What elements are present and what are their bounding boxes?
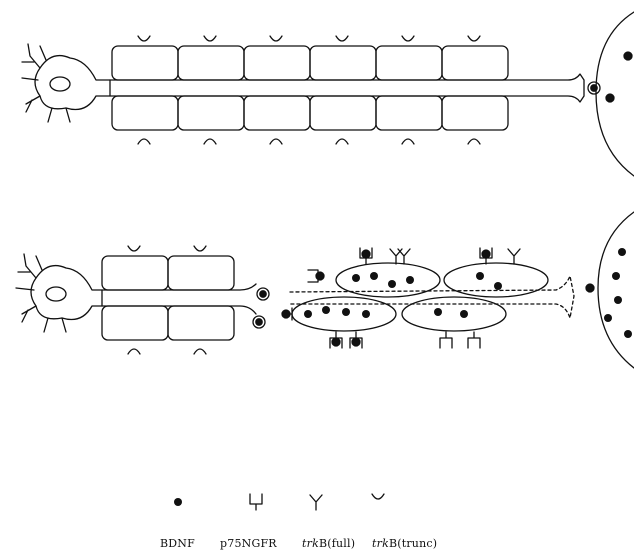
trkb-full-receptors bbox=[390, 249, 520, 264]
bdnf-dot-icon bbox=[370, 272, 378, 280]
bdnf-dot-icon bbox=[174, 498, 182, 506]
bdnf-dot-icon bbox=[614, 296, 622, 304]
bdnf-dot-icon bbox=[362, 310, 370, 318]
bdnf-dot-icon bbox=[460, 310, 468, 318]
bdnf-dot-icon bbox=[304, 310, 312, 318]
legend-symbols bbox=[174, 494, 384, 510]
legend-label-trkb-full: trkB(full) bbox=[302, 537, 355, 550]
bdnf-dot-icon bbox=[476, 272, 484, 280]
panel-injured-nerve bbox=[16, 212, 634, 368]
legend-label-p75ngfr: p75NGFR bbox=[220, 537, 277, 550]
bdnf-dot-icon bbox=[586, 284, 594, 292]
bdnf-dot-icon bbox=[388, 280, 396, 288]
bdnf-dot-icon bbox=[434, 308, 442, 316]
bdnf-dot-icon bbox=[604, 314, 612, 322]
denervated-schwann-cells bbox=[292, 263, 548, 331]
panel-intact-nerve bbox=[22, 12, 634, 176]
trkb-trunc-receptor-icon bbox=[372, 494, 384, 499]
bdnf-dot-icon bbox=[342, 308, 350, 316]
axon-top bbox=[110, 74, 584, 102]
schwann-row-upper-bottom bbox=[102, 256, 234, 290]
bdnf-dot-icon bbox=[624, 330, 632, 338]
bdnf-dot-icon bbox=[618, 248, 626, 256]
bdnf-dot-icon bbox=[624, 52, 632, 60]
p75ngfr-receptor-icon bbox=[250, 494, 262, 510]
schwann-row-upper bbox=[112, 46, 508, 80]
neuron-soma-top bbox=[22, 44, 110, 122]
trkb-full-receptor-icon bbox=[310, 495, 322, 510]
legend-label-trkb-trunc: trkB(trunc) bbox=[372, 537, 437, 550]
bdnf-dot-icon bbox=[260, 291, 266, 297]
target-cell-bottom bbox=[598, 212, 634, 368]
target-cell-top bbox=[596, 12, 634, 176]
schwann-row-lower bbox=[112, 96, 508, 130]
bdnf-dot-icon bbox=[256, 319, 262, 325]
bdnf-dot-icon bbox=[406, 276, 414, 284]
bdnf-dot-icon bbox=[606, 94, 614, 102]
bdnf-dot-icon bbox=[322, 306, 330, 314]
schwann-row-lower-bottom bbox=[102, 306, 234, 340]
legend-label-bdnf: BDNF bbox=[160, 537, 195, 550]
bdnf-dot-icon bbox=[494, 282, 502, 290]
neuron-soma-bottom bbox=[16, 254, 102, 332]
bdnf-dot-icon bbox=[612, 272, 620, 280]
bdnf-dot-icon bbox=[352, 274, 360, 282]
